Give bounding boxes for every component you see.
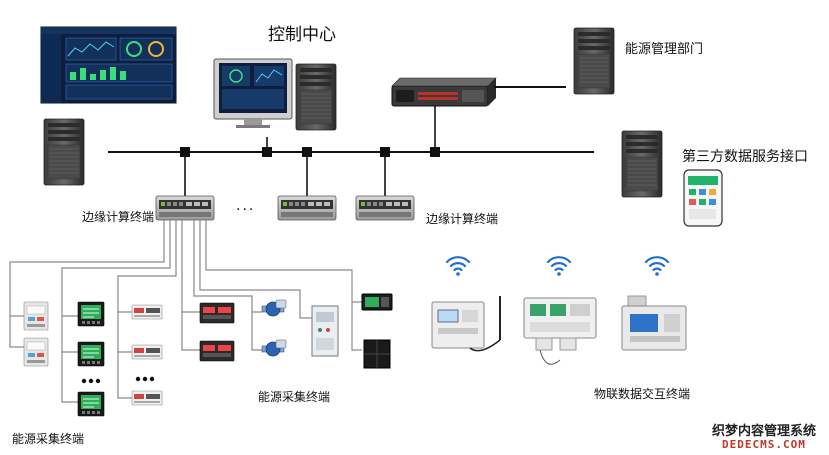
third-party-label: 第三方数据服务接口 — [682, 149, 808, 165]
protection-relay-icon — [23, 301, 49, 331]
panel-meter-icon — [199, 302, 235, 324]
iot-gateway-icon — [523, 297, 597, 365]
watermark-url: DEDECMS.COM — [722, 438, 806, 451]
control-center-label: 控制中心 — [268, 25, 336, 45]
control-center-server-icon — [295, 63, 337, 131]
flowmeter-icon — [261, 339, 287, 357]
ellipsis-dots — [81, 376, 155, 384]
control-center-monitor — [213, 58, 293, 128]
battery-cabinet-icon — [363, 339, 391, 369]
iot-terminal-label: 物联数据交互终端 — [594, 387, 691, 401]
bus-drops — [184, 106, 436, 196]
bus-node — [302, 147, 312, 157]
field-wiring — [9, 220, 362, 403]
energy-dept-server-icon — [573, 27, 615, 95]
rack-server-icon — [391, 77, 497, 107]
display-controller-icon — [361, 293, 393, 311]
bus-node — [430, 147, 440, 157]
edge-terminal-icon — [355, 195, 415, 221]
panel-meter-icon — [199, 340, 235, 362]
power-meter-icon — [77, 301, 105, 327]
bus-node — [262, 147, 272, 157]
power-meter-icon — [77, 391, 105, 417]
third-party-server-icon — [621, 130, 663, 198]
control-cabinet-icon — [311, 305, 339, 357]
protection-relay-icon — [23, 337, 49, 367]
watermark-title: 织梦内容管理系统 — [712, 424, 817, 439]
power-meter-icon — [77, 341, 105, 367]
edge-terminal-icon — [277, 195, 337, 221]
edge-terminal-icon — [155, 195, 215, 221]
bus-node — [380, 147, 390, 157]
iot-display-terminal-icon — [621, 295, 687, 351]
dashboard-screenshot — [40, 26, 177, 104]
iot-meter-icon — [431, 296, 501, 352]
bus-node — [180, 147, 190, 157]
din-rail-meter-icon — [131, 344, 163, 360]
energy-terminal-label-left: 能源采集终端 — [12, 432, 85, 446]
wifi-icon — [644, 256, 670, 277]
wifi-icon — [546, 256, 572, 277]
edge-terminal-ellipsis: ··· — [236, 202, 256, 218]
energy-dept-label: 能源管理部门 — [625, 42, 704, 57]
flowmeter-icon — [261, 299, 287, 317]
edge-terminal-label-right: 边缘计算终端 — [426, 212, 499, 226]
wifi-icon — [445, 256, 471, 277]
din-rail-meter-icon — [131, 390, 163, 406]
din-rail-meter-icon — [131, 304, 163, 320]
left-server-icon — [43, 118, 85, 186]
smartphone-icon — [683, 169, 723, 227]
bus-nodes — [180, 147, 440, 157]
energy-terminal-label-mid: 能源采集终端 — [258, 390, 331, 404]
edge-terminal-label-left: 边缘计算终端 — [82, 210, 155, 224]
